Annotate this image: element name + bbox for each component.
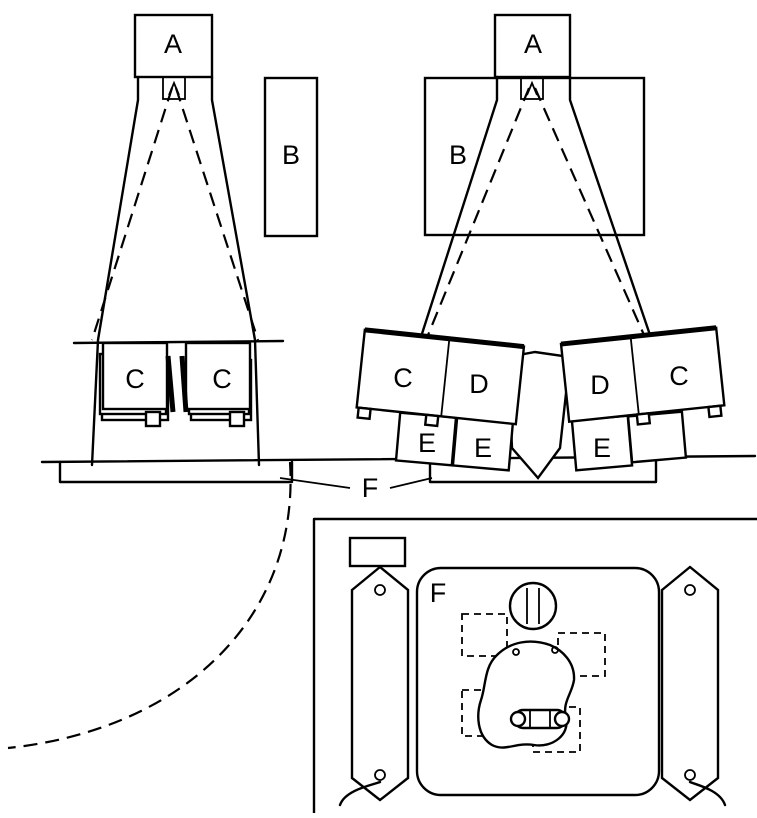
- right-label-e2: E: [474, 433, 492, 463]
- plan-right-rail-hole-bottom: [684, 769, 696, 781]
- right-label-d2: D: [590, 370, 610, 400]
- plan-right-rail-hole-top: [684, 584, 696, 596]
- right-bank-foot-1: [635, 411, 652, 426]
- left-label-c2: C: [212, 364, 232, 394]
- right-label-c1: C: [393, 363, 413, 393]
- left-bank-foot-2: [423, 413, 440, 428]
- right-label-b: B: [449, 140, 467, 170]
- right-housing-left-edge: [418, 75, 499, 342]
- plan-bar-end-right: [553, 710, 571, 728]
- plan-head-circle: [508, 581, 558, 631]
- left-unit-b: [263, 76, 319, 238]
- plan-left-rail-hole-top: [374, 584, 386, 596]
- plan-body-marker-1: [512, 648, 520, 656]
- right-label-c2: C: [669, 361, 689, 391]
- left-c2-foot: [228, 410, 246, 428]
- plan-left-rail-hook: [338, 780, 382, 807]
- left-housing-left-edge: [90, 75, 140, 467]
- right-beam-right: [533, 87, 646, 336]
- right-housing-right-edge: [568, 75, 652, 337]
- plan-left-rail: [350, 565, 410, 802]
- left-c1-foot: [144, 410, 162, 428]
- plan-left-rail-hole-bottom: [374, 769, 386, 781]
- left-c2-edge: [179, 355, 189, 413]
- plan-dashed-box-1: [461, 613, 508, 657]
- right-label-a: A: [524, 29, 542, 59]
- plan-bar-end-left: [509, 710, 527, 728]
- right-bank-top-edge: [560, 325, 717, 347]
- left-assembly: A C C: [72, 13, 285, 467]
- plan-view: F: [312, 517, 757, 815]
- right-bank-foot-2: [707, 404, 723, 419]
- plan-body-marker-2: [551, 646, 559, 654]
- left-bank: [355, 327, 526, 428]
- left-lens-mount: [162, 76, 186, 100]
- left-label-c1: C: [125, 364, 145, 394]
- left-bank-foot-1: [356, 406, 372, 421]
- left-beam-left: [90, 87, 174, 341]
- plan-small-box: [348, 536, 407, 568]
- left-unit-a: [133, 13, 214, 79]
- plan-right-rail-hook: [688, 780, 727, 807]
- right-assembly: B A E E E C D: [355, 13, 726, 480]
- plan-label-f: F: [430, 578, 447, 608]
- left-bank-top-edge: [364, 327, 525, 350]
- center-wedge: [506, 350, 572, 480]
- f-leader-right: [389, 477, 433, 489]
- right-unit-a: [493, 13, 572, 79]
- left-c1-edge: [165, 355, 176, 413]
- plan-view-frame: [312, 517, 757, 815]
- f-leader-left: [279, 477, 351, 489]
- left-unit-c1: [101, 341, 169, 411]
- plan-head-grip: [526, 588, 540, 624]
- right-label-d1: D: [469, 369, 489, 399]
- swing-arc: [7, 461, 292, 750]
- right-bank: [559, 325, 726, 426]
- right-bank-divider: [629, 336, 640, 415]
- left-unit-c2: [184, 341, 252, 411]
- right-label-e1: E: [418, 428, 436, 458]
- plan-right-rail: [660, 565, 720, 802]
- right-lens-mount: [520, 76, 544, 100]
- right-beam-left: [424, 87, 531, 341]
- left-base-plate: [58, 460, 294, 484]
- left-beam-right: [174, 87, 260, 341]
- base-label-f: F: [362, 473, 379, 503]
- left-bank-divider: [440, 338, 451, 417]
- left-label-b: B: [282, 140, 300, 170]
- left-housing-right-edge: [210, 75, 261, 467]
- right-base-plate: [428, 454, 658, 484]
- plan-bar-ribs: [529, 710, 551, 728]
- left-label-a: A: [164, 29, 182, 59]
- right-label-e3: E: [593, 433, 611, 463]
